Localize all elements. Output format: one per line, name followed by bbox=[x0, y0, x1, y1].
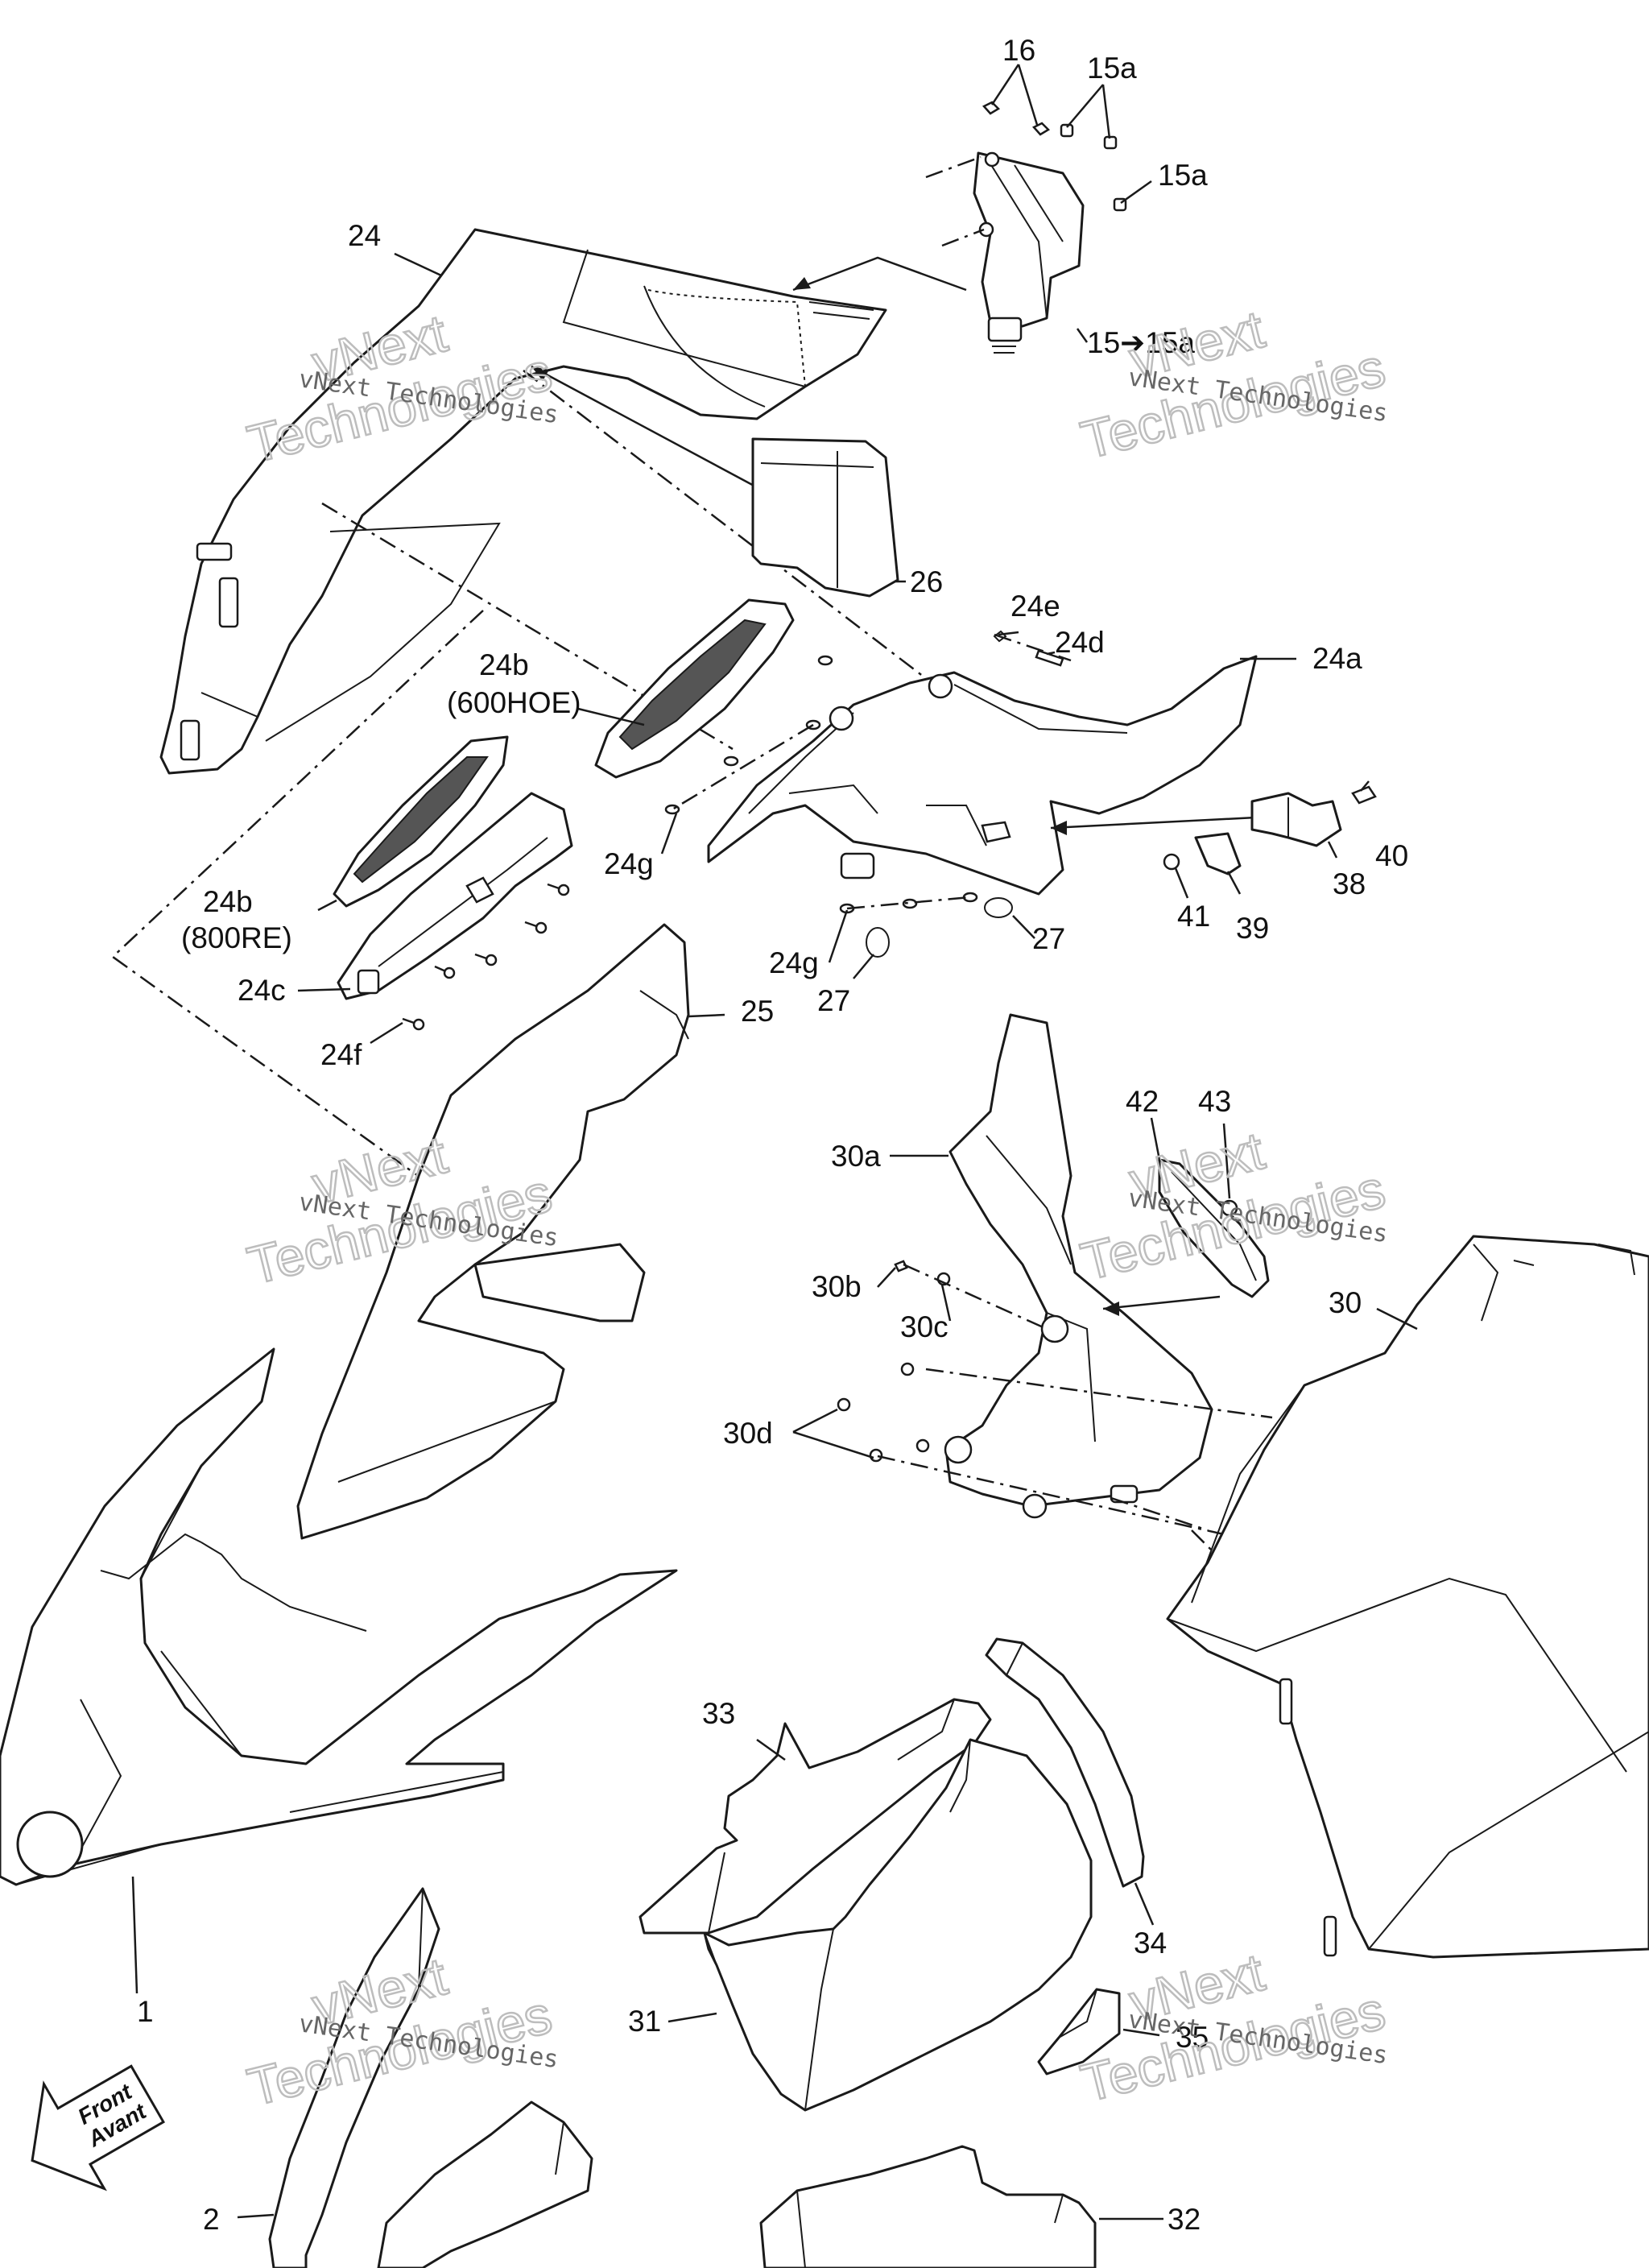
part-38-latch bbox=[1250, 792, 1342, 847]
label-15a: 15a bbox=[1087, 52, 1137, 85]
label-24: 24 bbox=[348, 219, 381, 252]
part-31-panel bbox=[703, 1738, 1093, 2112]
part-43-screw bbox=[1221, 1199, 1238, 1217]
arrow-42-to-30a bbox=[1102, 1295, 1221, 1310]
label-40: 40 bbox=[1375, 839, 1408, 872]
label-30d: 30d bbox=[723, 1417, 773, 1450]
label-25: 25 bbox=[741, 995, 774, 1028]
arrowhead-38 bbox=[1051, 821, 1067, 835]
label-30b: 30b bbox=[812, 1270, 862, 1303]
part-34-trim bbox=[985, 1637, 1145, 1888]
part-30a-bracket bbox=[944, 1013, 1213, 1519]
label-26: 26 bbox=[910, 565, 943, 598]
label-24f: 24f bbox=[320, 1038, 362, 1071]
label-42: 42 bbox=[1126, 1085, 1159, 1118]
label-30a: 30a bbox=[831, 1140, 881, 1173]
label-35: 35 bbox=[1176, 2021, 1209, 2054]
part-24a-bracket bbox=[707, 655, 1258, 896]
part-30-hood bbox=[1166, 1235, 1649, 1959]
label-24g: 24g bbox=[604, 847, 654, 880]
part-2-side-panel bbox=[268, 1887, 593, 2268]
part-24b-600hoe-grille bbox=[594, 598, 795, 779]
label-38: 38 bbox=[1333, 867, 1366, 900]
label-24d: 24d bbox=[1055, 626, 1105, 659]
label-16: 16 bbox=[1002, 34, 1035, 67]
watermark-bottom-left: vNext Technologies vNext Technologies bbox=[241, 1945, 560, 2118]
arrow-26-to-24 bbox=[531, 365, 758, 489]
hardware-24g-27 bbox=[664, 655, 1013, 958]
pin-24e bbox=[993, 630, 1007, 643]
front-direction-arrow: Front Avant bbox=[31, 2064, 165, 2191]
label-1: 1 bbox=[137, 1995, 154, 2028]
part-41-nut bbox=[1163, 853, 1180, 871]
label-24e: 24e bbox=[1010, 590, 1060, 623]
label-24b: 24b bbox=[203, 885, 253, 918]
label-32: 32 bbox=[1168, 2203, 1201, 2236]
arrowhead-15 bbox=[793, 277, 811, 290]
part-16-screws bbox=[982, 101, 1051, 136]
part-1-front-hood bbox=[0, 1347, 678, 1886]
label-24a: 24a bbox=[1312, 642, 1362, 675]
label-34: 34 bbox=[1134, 1927, 1167, 1960]
watermark-top-right: vNext Technologies vNext Technologies bbox=[1074, 298, 1391, 471]
part-24c-bracket bbox=[337, 792, 573, 1000]
part-40-screw bbox=[1351, 785, 1377, 805]
part-26-cover bbox=[751, 437, 899, 598]
label-41: 41 bbox=[1177, 900, 1210, 933]
part-24f-screws bbox=[402, 883, 570, 1031]
part-24-upper-panel bbox=[159, 228, 887, 775]
dash-24-side bbox=[111, 610, 484, 1210]
part-39-plate bbox=[1194, 832, 1242, 875]
label-600hoe: (600HOE) bbox=[447, 686, 581, 719]
label-27: 27 bbox=[1032, 922, 1065, 955]
label-33: 33 bbox=[702, 1697, 735, 1730]
part-42-bracket bbox=[1158, 1158, 1270, 1298]
watermark-bottom-right: vNext Technologies vNext Technologies bbox=[1074, 1941, 1391, 2114]
label-24c: 24c bbox=[238, 974, 286, 1007]
dash-15-b bbox=[941, 228, 985, 247]
dash-15-a bbox=[925, 155, 982, 179]
label-39: 39 bbox=[1236, 912, 1269, 945]
label-2: 2 bbox=[203, 2203, 220, 2236]
label-24g: 24g bbox=[769, 946, 819, 979]
arrowhead-26 bbox=[531, 366, 549, 381]
part-24b-800re-grille bbox=[333, 735, 509, 908]
label-27: 27 bbox=[817, 984, 850, 1017]
dash-24-bracket bbox=[523, 370, 935, 685]
part-33-panel bbox=[639, 1698, 992, 1935]
label-24b: 24b bbox=[479, 648, 529, 681]
part-32-panel bbox=[759, 2145, 1097, 2268]
part-35-trim bbox=[1037, 1988, 1121, 2076]
dash-24d bbox=[994, 633, 1072, 662]
label-15a: 15a bbox=[1158, 159, 1208, 192]
hardware-30b-30c-30d bbox=[837, 1260, 1273, 1555]
arrowhead-42 bbox=[1103, 1302, 1119, 1316]
leader-lines bbox=[131, 64, 1418, 2220]
label-800re: (800RE) bbox=[181, 921, 292, 954]
arrow-38-to-24a bbox=[1050, 816, 1257, 830]
pin-24d bbox=[1035, 649, 1064, 667]
label-43: 43 bbox=[1198, 1085, 1231, 1118]
label-30: 30 bbox=[1329, 1286, 1362, 1319]
part-labels: 16 15a 15a 15➔15a 24 26 24e 24d 24a 24b … bbox=[137, 34, 1408, 2236]
part-25-panel bbox=[296, 923, 690, 1540]
arrow-15-to-24 bbox=[792, 256, 967, 292]
label-15-15a: 15➔15a bbox=[1087, 326, 1195, 359]
label-31: 31 bbox=[628, 2005, 661, 2038]
part-15-bracket bbox=[973, 151, 1085, 354]
label-30c: 30c bbox=[900, 1310, 948, 1343]
